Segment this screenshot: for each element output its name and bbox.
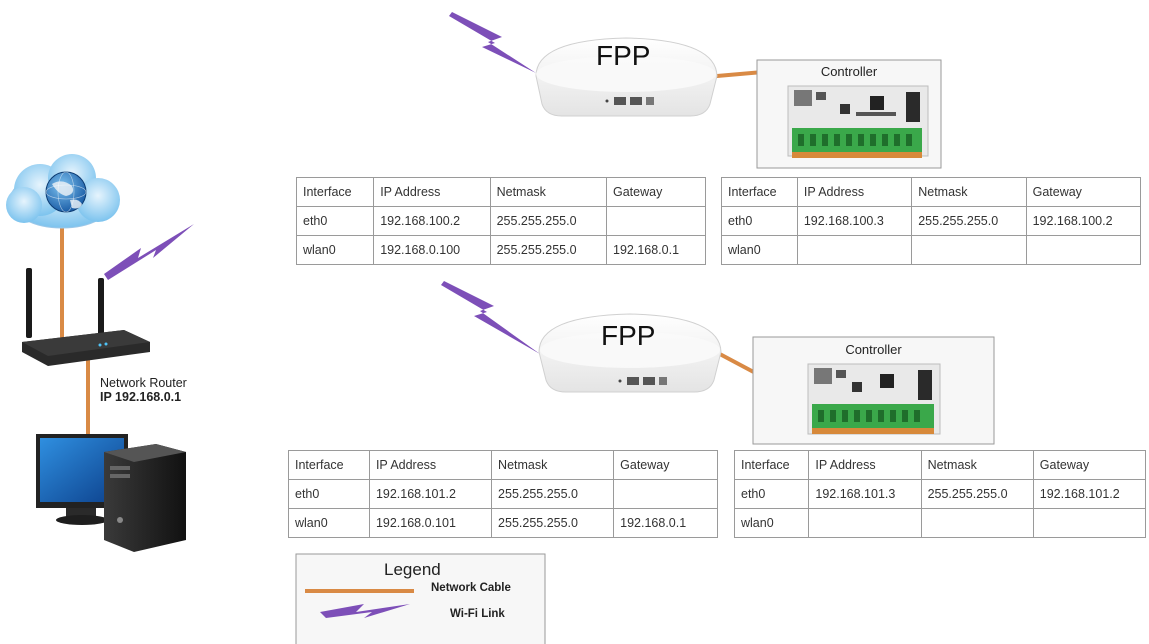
cell-gateway (606, 206, 706, 236)
cell-netmask: 255.255.255.0 (489, 206, 608, 236)
cell-gateway (1025, 235, 1142, 265)
cell-ip-address (808, 508, 922, 538)
cell-ip-address (796, 235, 913, 265)
table-row: eth0 192.168.101.2 255.255.255.0 (288, 479, 718, 509)
cell-gateway: 192.168.100.2 (1025, 206, 1142, 236)
header-ip-address: IP Address (808, 450, 922, 480)
cell-interface: wlan0 (295, 235, 375, 265)
table-row: wlan0 192.168.0.101 255.255.255.0 192.16… (288, 508, 718, 538)
cell-interface: wlan0 (733, 508, 810, 538)
controller-caption-1: Controller (820, 64, 878, 79)
router-label: Network Router IP 192.168.0.1 (100, 376, 187, 404)
cell-ip-address: 192.168.0.100 (373, 235, 491, 265)
cell-ip-address: 192.168.0.101 (368, 508, 493, 538)
fpp-label-1: FPP (596, 40, 651, 71)
network-router-icon (22, 268, 150, 366)
header-netmask: Netmask (911, 177, 1027, 207)
cell-interface: eth0 (288, 479, 370, 509)
cell-interface: wlan0 (721, 235, 798, 265)
controller-box-2 (752, 336, 995, 445)
desktop-pc-icon (36, 434, 186, 552)
legend-box (295, 553, 546, 644)
cell-ip-address: 192.168.101.2 (368, 479, 493, 509)
fpp1-interface-table: Interface IP Address Netmask Gateway eth… (295, 177, 706, 265)
table-row: eth0 192.168.100.3 255.255.255.0 192.168… (721, 206, 1142, 236)
header-interface: Interface (733, 450, 810, 480)
cell-ip-address: 192.168.101.3 (808, 479, 922, 509)
cell-gateway: 192.168.0.1 (606, 235, 706, 265)
cell-interface: eth0 (721, 206, 798, 236)
table-header-row: Interface IP Address Netmask Gateway (288, 450, 718, 480)
table-row: wlan0 192.168.0.100 255.255.255.0 192.16… (295, 235, 706, 265)
cell-netmask (920, 508, 1034, 538)
cell-gateway (613, 479, 718, 509)
cell-gateway: 192.168.101.2 (1032, 479, 1147, 509)
controller-box-1 (756, 59, 942, 169)
header-gateway: Gateway (613, 450, 718, 480)
controller2-interface-table: Interface IP Address Netmask Gateway eth… (733, 450, 1147, 538)
wifi-bolt-fpp1 (449, 12, 536, 73)
legend-title: Legend (384, 560, 441, 579)
controller-board-icon-2 (807, 363, 941, 435)
header-netmask: Netmask (491, 450, 615, 480)
legend-wifi-label: Wi-Fi Link (450, 608, 505, 620)
cell-netmask: 255.255.255.0 (920, 479, 1034, 509)
table-row: wlan0 (721, 235, 1142, 265)
wifi-bolt-fpp2 (441, 281, 540, 354)
controller1-interface-table: Interface IP Address Netmask Gateway eth… (721, 177, 1142, 265)
wifi-bolt-router (104, 224, 194, 280)
header-ip-address: IP Address (373, 177, 491, 207)
internet-cloud-icon (6, 154, 120, 229)
controller-board-icon-1 (787, 85, 929, 158)
header-ip-address: IP Address (796, 177, 913, 207)
controller-caption-2: Controller (845, 342, 902, 357)
table-row: eth0 192.168.100.2 255.255.255.0 (295, 206, 706, 236)
header-interface: Interface (721, 177, 798, 207)
fpp-label-2: FPP (601, 320, 656, 351)
cell-interface: eth0 (295, 206, 375, 236)
header-gateway: Gateway (1032, 450, 1147, 480)
header-netmask: Netmask (920, 450, 1034, 480)
table-header-row: Interface IP Address Netmask Gateway (721, 177, 1142, 207)
cell-ip-address: 192.168.100.2 (373, 206, 491, 236)
table-row: wlan0 (733, 508, 1147, 538)
table-header-row: Interface IP Address Netmask Gateway (295, 177, 706, 207)
header-gateway: Gateway (1025, 177, 1142, 207)
fpp2-interface-table: Interface IP Address Netmask Gateway eth… (288, 450, 718, 538)
cell-gateway: 192.168.0.1 (613, 508, 718, 538)
cell-interface: wlan0 (288, 508, 370, 538)
header-interface: Interface (288, 450, 370, 480)
cell-gateway (1032, 508, 1147, 538)
header-interface: Interface (295, 177, 375, 207)
router-name: Network Router (100, 376, 187, 390)
table-header-row: Interface IP Address Netmask Gateway (733, 450, 1147, 480)
cell-netmask: 255.255.255.0 (491, 508, 615, 538)
fpp-device-icon-2 (538, 313, 722, 393)
cell-netmask (911, 235, 1027, 265)
legend-cable-label: Network Cable (431, 582, 511, 594)
header-netmask: Netmask (489, 177, 608, 207)
cell-ip-address: 192.168.100.3 (796, 206, 913, 236)
router-ip: IP 192.168.0.1 (100, 390, 182, 404)
table-row: eth0 192.168.101.3 255.255.255.0 192.168… (733, 479, 1147, 509)
cell-interface: eth0 (733, 479, 810, 509)
header-gateway: Gateway (606, 177, 706, 207)
wifi-links (104, 12, 540, 354)
legend-wifi-swatch (320, 604, 410, 618)
fpp-device-icon-1 (535, 37, 718, 117)
header-ip-address: IP Address (368, 450, 493, 480)
cell-netmask: 255.255.255.0 (491, 479, 615, 509)
cell-netmask: 255.255.255.0 (489, 235, 608, 265)
cell-netmask: 255.255.255.0 (911, 206, 1027, 236)
